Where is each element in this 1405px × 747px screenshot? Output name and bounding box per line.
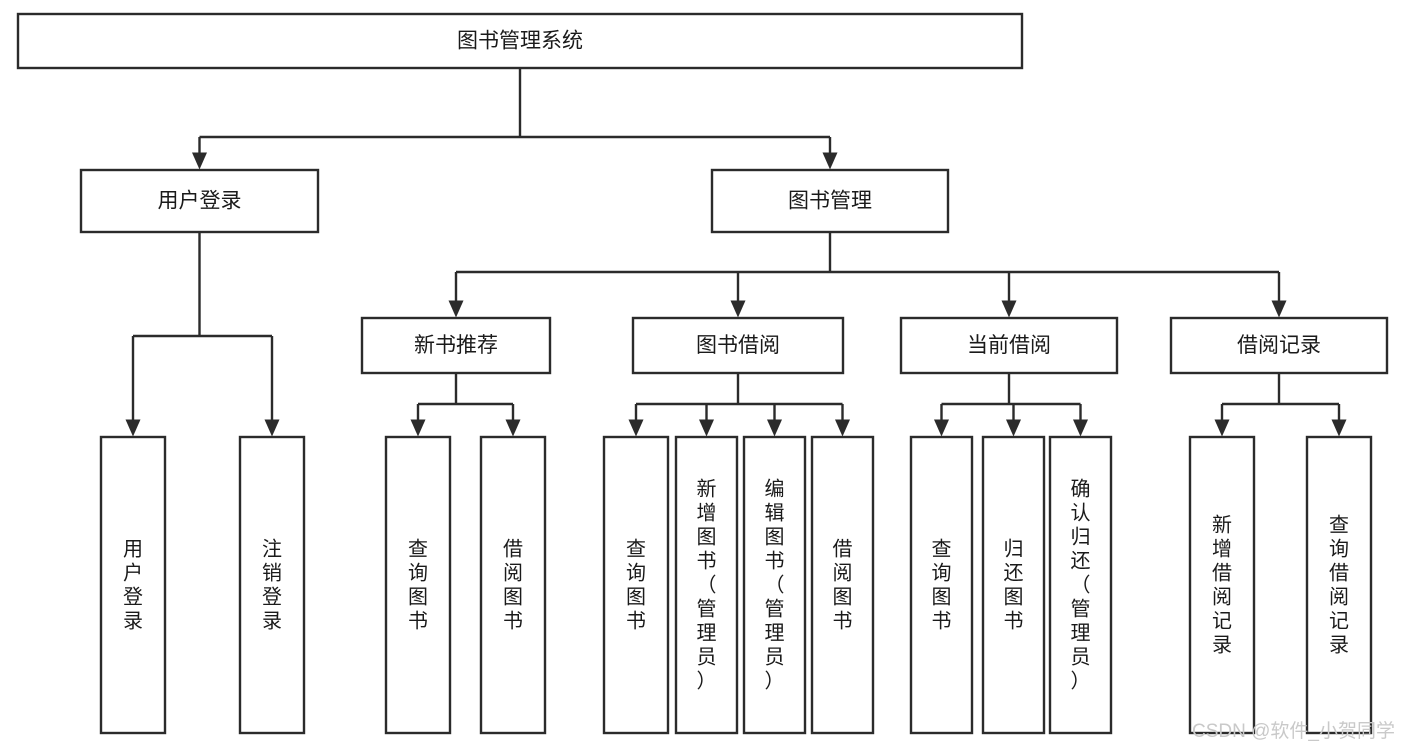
node-leaf-edit-book-admin[interactable]: 编辑图书（管理员） [742,435,807,735]
arrow-icon-leaf-query-book-2 [628,419,644,437]
node-box-leaf-borrow-book-1[interactable] [479,435,547,735]
arrow-icon-leaf-borrow-book-2 [835,419,850,437]
node-leaf-query-book-1[interactable]: 查询图书 [384,435,452,735]
node-label-book-borrow: 图书借阅 [696,334,780,357]
node-box-book-management[interactable] [710,168,950,234]
node-box-leaf-add-borrow-record[interactable] [1188,435,1256,735]
arrow-icon-leaf-user-login [125,419,141,437]
node-box-borrow-record[interactable] [1169,316,1389,375]
arrow-icon-leaf-query-book-1 [410,419,426,437]
arrow-icon-leaf-confirm-return-admin [1073,419,1088,437]
node-current-borrow[interactable]: 当前借阅 [899,316,1119,375]
node-box-leaf-return-book[interactable] [981,435,1046,735]
node-label-leaf-query-book-1: 查询图书 [408,538,428,633]
node-leaf-borrow-book-2[interactable]: 借阅图书 [810,435,875,735]
node-book-borrow[interactable]: 图书借阅 [631,316,845,375]
node-label-leaf-borrow-book-2: 借阅图书 [833,538,853,633]
node-box-root[interactable] [16,12,1024,70]
node-box-leaf-confirm-return-admin[interactable] [1048,435,1113,735]
node-box-user-login[interactable] [79,168,320,234]
arrow-icon-book-borrow [730,300,746,318]
node-label-leaf-user-login: 用户登录 [123,539,143,633]
arrow-icon-leaf-query-book-3 [934,419,949,437]
node-box-leaf-query-book-1[interactable] [384,435,452,735]
node-borrow-record[interactable]: 借阅记录 [1169,316,1389,375]
arrow-icon-leaf-query-borrow-record [1331,419,1347,437]
node-label-book-management: 图书管理 [788,190,872,213]
node-root[interactable]: 图书管理系统 [16,12,1024,70]
node-box-book-borrow[interactable] [631,316,845,375]
node-label-leaf-query-book-3: 查询图书 [932,538,952,633]
connectors-layer [125,68,1347,437]
node-leaf-add-borrow-record[interactable]: 新增借阅记录 [1188,435,1256,735]
node-label-leaf-borrow-book-1: 借阅图书 [503,538,523,633]
arrow-icon-leaf-return-book [1006,419,1021,437]
node-label-leaf-query-book-2: 查询图书 [626,538,646,633]
arrow-icon-leaf-add-borrow-record [1214,419,1230,437]
node-leaf-return-book[interactable]: 归还图书 [981,435,1046,735]
node-box-leaf-query-book-3[interactable] [909,435,974,735]
node-label-borrow-record: 借阅记录 [1237,334,1321,357]
node-box-leaf-query-book-2[interactable] [602,435,670,735]
node-box-leaf-query-borrow-record[interactable] [1305,435,1373,735]
node-box-new-book-recommend[interactable] [360,316,552,375]
node-label-leaf-add-borrow-record: 新增借阅记录 [1212,514,1232,657]
node-label-leaf-query-borrow-record: 查询借阅记录 [1329,514,1349,657]
node-box-leaf-user-login[interactable] [99,435,167,735]
arrow-icon-leaf-logout-login [264,419,280,437]
node-label-user-login: 用户登录 [158,190,242,213]
node-leaf-logout-login[interactable]: 注销登录 [238,435,306,735]
node-box-leaf-logout-login[interactable] [238,435,306,735]
node-leaf-query-book-2[interactable]: 查询图书 [602,435,670,735]
node-label-current-borrow: 当前借阅 [967,334,1051,357]
node-leaf-query-book-3[interactable]: 查询图书 [909,435,974,735]
node-label-leaf-confirm-return-admin: 确认归还（管理员） [1071,478,1091,693]
node-new-book-recommend[interactable]: 新书推荐 [360,316,552,375]
node-leaf-add-book-admin[interactable]: 新增图书（管理员） [674,435,739,735]
arrow-icon-leaf-edit-book-admin [767,419,782,437]
node-user-login[interactable]: 用户登录 [79,168,320,234]
node-label-leaf-edit-book-admin: 编辑图书（管理员） [765,478,785,693]
arrow-icon-new-book-recommend [448,300,464,318]
node-label-leaf-logout-login: 注销登录 [262,538,282,633]
node-label-leaf-return-book: 归还图书 [1004,538,1024,633]
node-label-root: 图书管理系统 [457,30,583,53]
arrow-icon-book-management [822,152,838,170]
node-box-leaf-add-book-admin[interactable] [674,435,739,735]
node-book-management[interactable]: 图书管理 [710,168,950,234]
node-label-leaf-add-book-admin: 新增图书（管理员） [697,478,717,693]
nodes-layer: 图书管理系统用户登录图书管理新书推荐图书借阅当前借阅借阅记录用户登录注销登录查询… [16,12,1389,735]
arrow-icon-current-borrow [1001,300,1017,318]
arrow-icon-leaf-add-book-admin [699,419,714,437]
node-box-leaf-edit-book-admin[interactable] [742,435,807,735]
node-label-new-book-recommend: 新书推荐 [414,334,498,357]
node-box-leaf-borrow-book-2[interactable] [810,435,875,735]
arrow-icon-borrow-record [1271,300,1287,318]
node-leaf-borrow-book-1[interactable]: 借阅图书 [479,435,547,735]
node-box-current-borrow[interactable] [899,316,1119,375]
arrow-icon-user-login [192,152,207,170]
node-leaf-query-borrow-record[interactable]: 查询借阅记录 [1305,435,1373,735]
node-leaf-user-login[interactable]: 用户登录 [99,435,167,735]
node-leaf-confirm-return-admin[interactable]: 确认归还（管理员） [1048,435,1113,735]
arrow-icon-leaf-borrow-book-1 [505,419,521,437]
